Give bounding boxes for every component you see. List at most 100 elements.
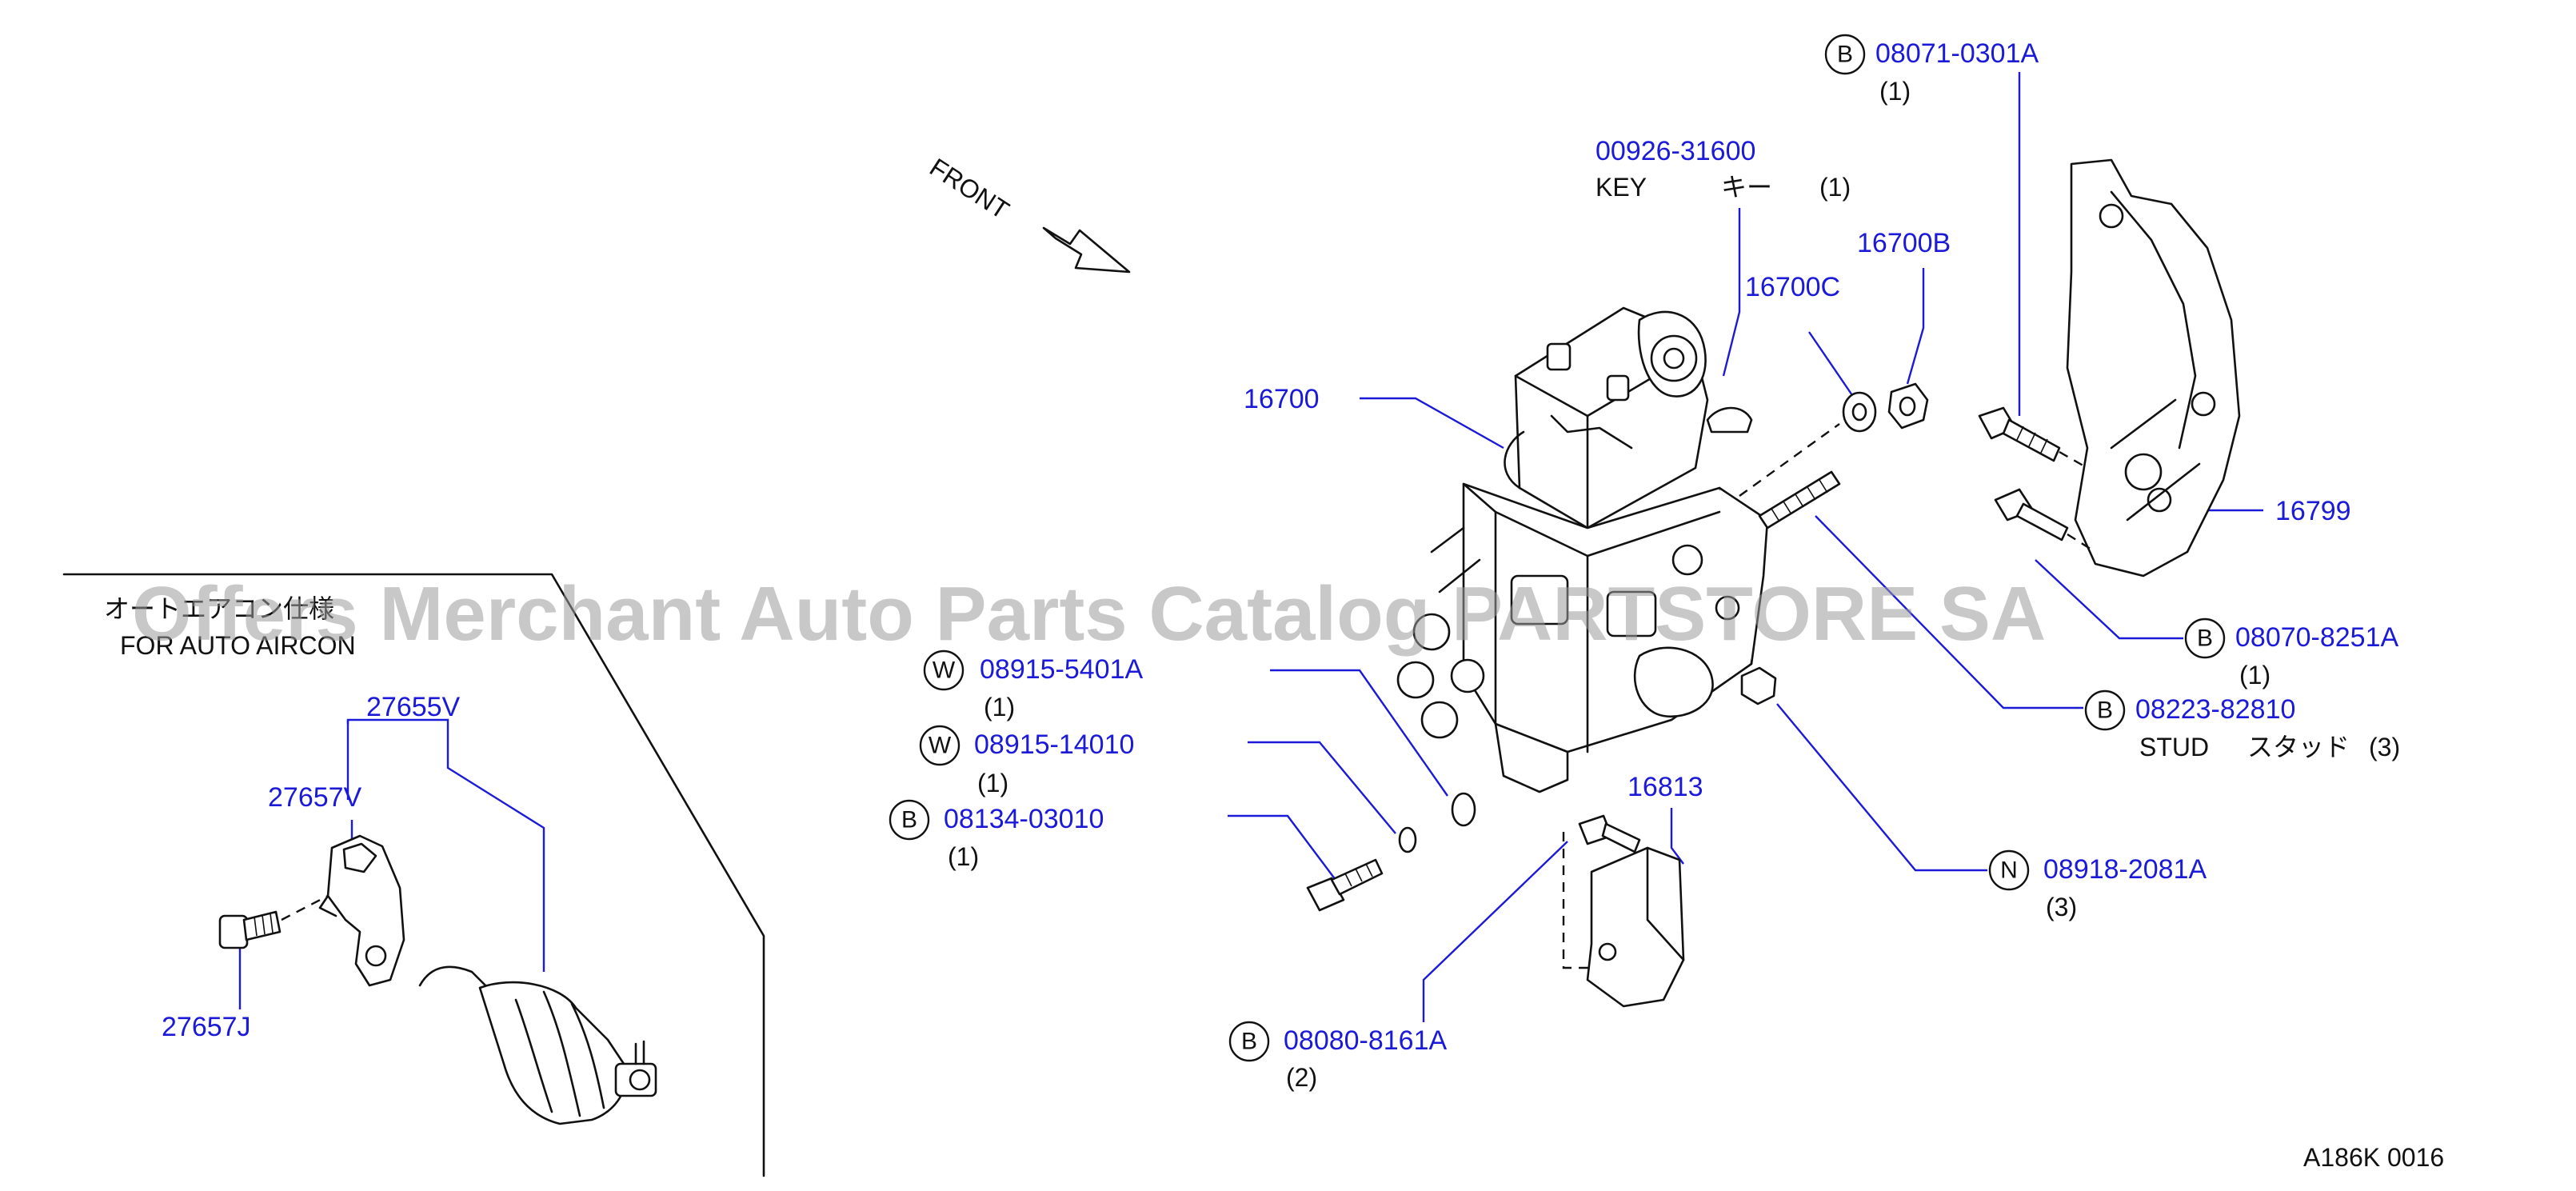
bolt-08070-8251A-drawing (1994, 488, 2069, 542)
callout-08918-2081A: N 08918-2081A (3) (1776, 703, 2207, 921)
badge-letter: B (901, 807, 917, 833)
callout-08223-82810: B 08223-82810 STUD スタッド (3) (1815, 515, 2400, 761)
leader (1722, 208, 1741, 377)
description: KEY (1596, 173, 1647, 202)
callout-16700C: 16700C (1745, 272, 1856, 401)
part-number[interactable]: 16813 (1627, 772, 1703, 802)
leader (1248, 741, 1396, 834)
callout-16700: 16700 (1244, 384, 1504, 450)
dash-bolt-bracket (281, 894, 329, 921)
part-number-27657J[interactable]: 27657J (162, 1012, 251, 1042)
description-jp: キー (1721, 173, 1772, 202)
quantity: (1) (977, 769, 1008, 797)
front-indicator: FRONT (925, 153, 1131, 274)
description-jp: スタッド (2247, 733, 2350, 761)
leader (1422, 841, 1568, 1022)
badge-letter: W (929, 733, 952, 759)
leader (2035, 559, 2183, 640)
badge-N (1988, 849, 2030, 891)
badge-B (889, 799, 930, 841)
part-number[interactable]: 16799 (2275, 496, 2351, 526)
part-number[interactable]: 08915-5401A (980, 654, 1144, 685)
badge-letter: B (1837, 42, 1853, 68)
bolt-08134-03010-drawing (1306, 858, 1384, 912)
quantity: (3) (2369, 733, 2400, 761)
part-number-27655V[interactable]: 27655V (366, 692, 461, 722)
badge-W (919, 725, 961, 766)
part-number[interactable]: 16700C (1745, 272, 1840, 302)
leader (1360, 397, 1504, 450)
badge-W (923, 649, 965, 691)
badge-letter: N (2000, 857, 2018, 884)
nut-08918-2081A-drawing (1740, 666, 1777, 705)
part-number[interactable]: 08915-14010 (974, 729, 1134, 760)
callout-08915-5401A: W 08915-5401A (1) (923, 649, 1448, 797)
quantity: (1) (1819, 173, 1851, 202)
part-number[interactable]: 08071-0301A (1875, 38, 2039, 69)
injection-pump-16700-drawing (1396, 306, 1769, 793)
woodruff-key-drawing (1706, 406, 1753, 434)
dash-bolt-16799-a (2059, 450, 2088, 470)
leader (1808, 331, 1856, 401)
leader (1270, 669, 1448, 797)
callout-08915-14010: W 08915-14010 (1) (919, 725, 1396, 834)
badge-letter: B (2197, 625, 2213, 652)
bracket-16813-drawing (1586, 846, 1685, 1008)
part-number[interactable]: 08918-2081A (2043, 854, 2207, 885)
part-number[interactable]: 08223-82810 (2135, 694, 2295, 725)
bolt-08071-0301A-drawing (1978, 406, 2061, 462)
callout-16700B: 16700B (1857, 228, 1951, 385)
actuator-27655V-drawing (418, 965, 657, 1125)
badge-letter: B (1241, 1029, 1257, 1055)
inset-title-jp: オートエアコン仕様 (104, 594, 334, 623)
front-label: FRONT (925, 153, 1014, 225)
callout-16813: 16813 (1627, 772, 1703, 865)
inset-border (62, 573, 765, 1177)
quantity: (2) (1286, 1063, 1317, 1092)
washer-08915-14010-drawing (1398, 826, 1417, 853)
quantity: (3) (2046, 893, 2077, 921)
bolt-27657J-drawing (218, 910, 282, 949)
callout-08070-8251A: B 08070-8251A (1) (2035, 559, 2399, 689)
quantity: (1) (984, 693, 1015, 721)
part-number[interactable]: 00926-31600 (1596, 136, 1755, 166)
callout-00926-31600: 00926-31600 KEY キー (1) (1596, 136, 1851, 377)
quantity: (1) (948, 842, 979, 871)
watermark: Offers Merchant Auto Parts Catalog PARTS… (132, 571, 2046, 657)
badge-letter: W (933, 657, 956, 684)
part-number[interactable]: 08134-03010 (944, 804, 1104, 834)
part-number[interactable]: 16700B (1857, 228, 1951, 258)
dash-bolt-16799-b (2067, 533, 2096, 554)
leader (1776, 703, 1987, 872)
callout-08134-03010: B 08134-03010 (1) (889, 799, 1336, 881)
description: STUD (2139, 733, 2209, 761)
washer-08915-5401A-drawing (1451, 792, 1476, 827)
quantity: (1) (1879, 77, 1911, 106)
leader (1670, 808, 1684, 865)
front-arrow (1042, 226, 1131, 274)
diagram-code: A186K 0016 (2303, 1143, 2444, 1172)
part-number[interactable]: 08080-8161A (1284, 1025, 1448, 1056)
badge-letter: B (2097, 697, 2113, 724)
badge-B (2084, 689, 2126, 731)
dash-pump-shaft (1739, 423, 1840, 497)
part-number[interactable]: 08070-8251A (2235, 622, 2399, 653)
badge-B (2184, 617, 2226, 659)
quantity: (1) (2239, 661, 2270, 689)
badge-B (1824, 34, 1866, 75)
part-number-27657V[interactable]: 27657V (268, 782, 362, 813)
leader (1815, 515, 2083, 709)
callout-08071-0301A: B 08071-0301A (1) (1824, 34, 2039, 416)
bracket-27657V-drawing (318, 834, 405, 987)
callout-16799: 16799 (2191, 496, 2351, 526)
part-number[interactable]: 16700 (1244, 384, 1320, 414)
bracket-16799-drawing (2066, 158, 2241, 578)
dash-bracket-16813 (1562, 832, 1592, 969)
badge-B (1228, 1021, 1270, 1062)
leader (1906, 268, 1925, 385)
stud-08223-82810-drawing (1758, 470, 1841, 530)
inset-panel: オートエアコン仕様 FOR AUTO AIRCON 27655V 27657V … (62, 573, 765, 1177)
callout-08080-8161A: B 08080-8161A (2) (1228, 841, 1568, 1092)
